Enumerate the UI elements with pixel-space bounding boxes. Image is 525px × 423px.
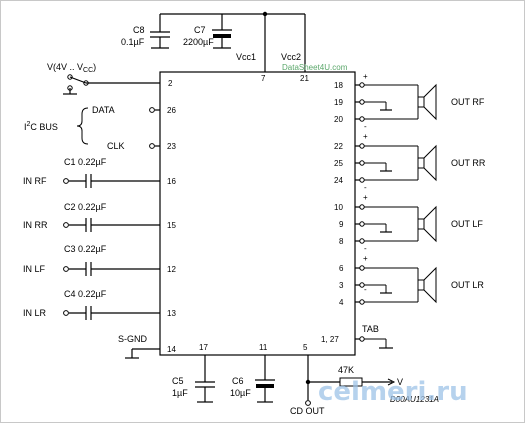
resistor-label: 47K (338, 365, 354, 375)
pin-4: 4 (339, 298, 344, 307)
drawing-code: D00AU1231A (390, 395, 439, 404)
standby-switch (63, 74, 160, 95)
pin-2: 2 (168, 79, 173, 88)
pin-5: 5 (303, 343, 308, 352)
pin-9: 9 (339, 220, 344, 229)
c4-label: C4 0.22µF (64, 289, 107, 299)
vcc1-label: Vcc1 (236, 52, 256, 62)
in-rr-label: IN RR (23, 220, 48, 230)
vin-label: V(4V .. VCC) (47, 62, 96, 74)
out-rf-label: OUT RF (451, 97, 485, 107)
input-lr (63, 306, 160, 320)
out-lf-label: OUT LF (451, 219, 483, 229)
pin-3: 3 (339, 281, 344, 290)
in-lf-label: IN LF (23, 264, 46, 274)
pin-1-27: 1, 27 (321, 335, 339, 344)
c5-name: C5 (172, 376, 184, 386)
pin-21: 21 (300, 74, 309, 83)
output-pin-stubs (355, 82, 365, 342)
pin-14: 14 (167, 345, 176, 354)
pin-12: 12 (167, 265, 176, 274)
c2-label: C2 0.22µF (64, 202, 107, 212)
pin-6: 6 (339, 264, 344, 273)
tab-label: TAB (362, 324, 379, 334)
pin-7: 7 (261, 74, 266, 83)
bottom-caps (195, 355, 275, 403)
c8-value: 0.1µF (121, 37, 145, 47)
out-rr-label: OUT RR (451, 158, 486, 168)
speaker-lf-icon (364, 205, 437, 243)
speaker-lr-icon (364, 266, 437, 304)
pin-17: 17 (199, 343, 208, 352)
cd-out-label: CD OUT (290, 406, 325, 416)
plus-rr: + (363, 132, 368, 141)
minus-lf: - (364, 244, 367, 253)
cd-out-network (305, 355, 396, 406)
c3-label: C3 0.22µF (64, 244, 107, 254)
pin-20: 20 (334, 115, 343, 124)
c6-name: C6 (232, 376, 244, 386)
c7-value: 2200µF (183, 37, 214, 47)
bus-bracket (76, 107, 89, 145)
data-label: DATA (92, 105, 115, 115)
pin-24: 24 (334, 176, 343, 185)
in-lr-label: IN LR (23, 308, 47, 318)
supply-network (150, 11, 306, 72)
pin-16: 16 (167, 177, 176, 186)
i2c-bus-label: I2C BUS (24, 121, 58, 132)
pin-18: 18 (334, 81, 343, 90)
pin-19: 19 (334, 98, 343, 107)
minus-lr: - (364, 285, 367, 294)
pin-11: 11 (259, 343, 268, 352)
sgnd-label: S-GND (118, 334, 148, 344)
watermark-big: celmeri.ru (318, 377, 468, 407)
watermark-small: DataSheet4U.com (282, 63, 348, 72)
vcc2-label: Vcc2 (281, 52, 301, 62)
v-label: V (397, 377, 403, 387)
input-lf (63, 262, 160, 276)
input-rr (63, 218, 160, 232)
clk-label: CLK (107, 141, 125, 151)
speaker-rr-icon (364, 144, 437, 182)
c8-name: C8 (133, 25, 145, 35)
input-rf (63, 174, 160, 188)
c6-value: 10µF (230, 388, 251, 398)
c5-value: 1µF (172, 388, 188, 398)
in-rf-label: IN RF (23, 176, 47, 186)
pin-23: 23 (167, 142, 176, 151)
minus-rf: - (364, 122, 367, 131)
plus-rf: + (363, 72, 368, 81)
pin-22: 22 (334, 142, 343, 151)
plus-lf: + (363, 193, 368, 202)
out-lr-label: OUT LR (451, 280, 484, 290)
pin-26: 26 (167, 106, 176, 115)
ic-body (159, 71, 356, 356)
speaker-rf-icon (364, 83, 437, 121)
c7-name: C7 (194, 25, 206, 35)
pin-25: 25 (334, 159, 343, 168)
minus-rr: - (364, 183, 367, 192)
pin-8: 8 (339, 237, 344, 246)
pin-15: 15 (167, 221, 176, 230)
pin-13: 13 (167, 309, 176, 318)
pin-10: 10 (334, 203, 343, 212)
c1-label: C1 0.22µF (64, 157, 107, 167)
plus-lr: + (363, 254, 368, 263)
